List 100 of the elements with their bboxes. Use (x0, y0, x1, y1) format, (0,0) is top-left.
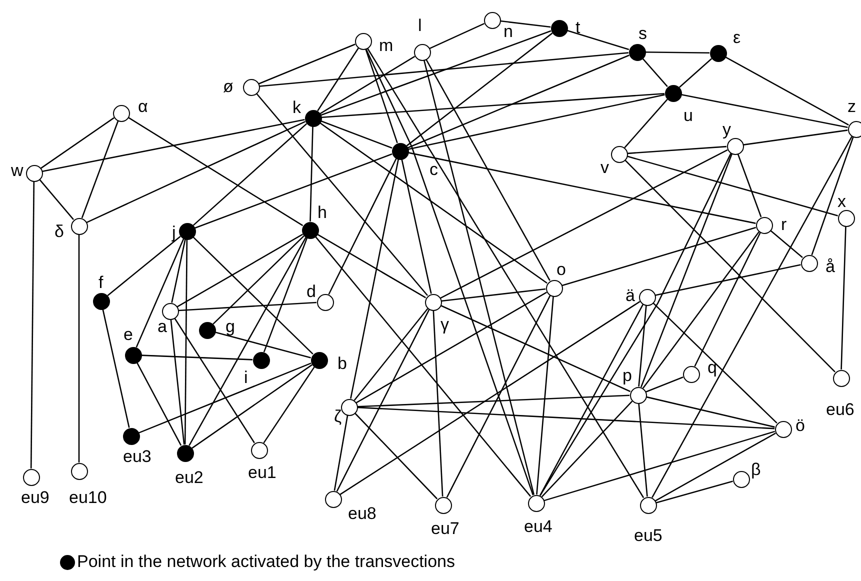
point-label: a (158, 318, 167, 336)
network-link (30, 182, 35, 468)
point-label: m (379, 37, 394, 55)
point-label: eu2 (175, 469, 204, 487)
network-link (170, 319, 185, 445)
network-link (178, 302, 317, 312)
point-label: ö (796, 417, 805, 435)
network-link (725, 56, 849, 126)
network-link (652, 136, 852, 498)
point-label: eu4 (524, 518, 552, 536)
network-link (401, 159, 432, 294)
network-link (541, 400, 633, 498)
network-link (638, 305, 647, 387)
point-label: y (722, 121, 731, 139)
network-link (321, 92, 665, 118)
network-link (638, 403, 648, 497)
point-label: u (684, 107, 693, 125)
point-label: γ (440, 316, 449, 334)
point-label: ä (626, 287, 635, 305)
network-link (536, 296, 554, 495)
point-label: n (504, 23, 513, 41)
network-link (42, 119, 305, 172)
network-link (678, 58, 712, 88)
point-label: j (172, 224, 176, 242)
network-link (171, 239, 186, 303)
point-label: c (430, 161, 438, 179)
point-label: ø (223, 78, 234, 96)
network-link (408, 152, 756, 224)
network-link (263, 238, 308, 352)
network-link (174, 318, 255, 444)
network-link (336, 309, 430, 492)
network-link (357, 394, 630, 408)
network-link (366, 48, 644, 498)
network-link (655, 432, 776, 502)
network-link (184, 240, 188, 444)
network-link (681, 94, 848, 128)
network-link (40, 117, 114, 169)
point-label: w (11, 162, 24, 180)
network-link (429, 22, 485, 50)
network-link (540, 153, 732, 496)
network-link (624, 98, 668, 148)
point-label: g (226, 318, 235, 336)
network-link (340, 301, 640, 495)
point-label: p (622, 367, 632, 385)
network-link (423, 60, 535, 495)
network-link (141, 354, 253, 360)
network-link (646, 396, 775, 428)
network-link (194, 153, 392, 229)
network-link (627, 156, 838, 216)
point-label: eu5 (634, 527, 662, 545)
network-link (440, 304, 631, 392)
network-link (743, 130, 848, 146)
point-label: eu10 (69, 489, 107, 507)
network-link (317, 48, 359, 112)
network-link (192, 123, 308, 226)
network-link (652, 302, 778, 424)
point-label: β (751, 461, 761, 479)
network-link (320, 122, 548, 284)
point-label: α (138, 98, 148, 116)
point-label: d (306, 283, 316, 301)
network-link (334, 415, 348, 491)
network-link (212, 235, 304, 325)
network-link (320, 56, 416, 114)
network-link (328, 158, 397, 295)
network-link (642, 58, 668, 88)
network-link (317, 234, 426, 298)
network-link (840, 226, 846, 370)
network-link (811, 136, 854, 256)
network-link (128, 116, 304, 226)
network-link (441, 288, 546, 302)
network-link (642, 231, 760, 389)
network-link (646, 51, 710, 54)
network-link (39, 179, 74, 220)
point-label: eu8 (348, 505, 376, 523)
network-link (737, 154, 762, 218)
network-link (177, 234, 303, 308)
point-label: δ (54, 223, 64, 241)
network-link (406, 32, 553, 146)
point-label: x (838, 193, 846, 211)
network-link (102, 309, 130, 428)
network-link (408, 54, 630, 148)
network-link (256, 93, 428, 296)
network-link (770, 230, 803, 258)
network-link (365, 48, 534, 496)
network-link (566, 30, 630, 50)
network-link (440, 149, 728, 299)
network-link (500, 20, 551, 28)
point-label: ζ (334, 408, 342, 426)
network-link (354, 308, 428, 401)
network-link (408, 94, 665, 150)
point-label: eu6 (826, 401, 854, 419)
network-link (655, 264, 801, 296)
point-label: eu3 (123, 448, 152, 466)
network-link (357, 406, 775, 430)
point-label: e (124, 326, 133, 344)
network-link (694, 232, 761, 367)
network-link (263, 366, 315, 444)
network-link (136, 362, 182, 446)
network-link (81, 120, 119, 218)
point-label: l (418, 17, 422, 35)
